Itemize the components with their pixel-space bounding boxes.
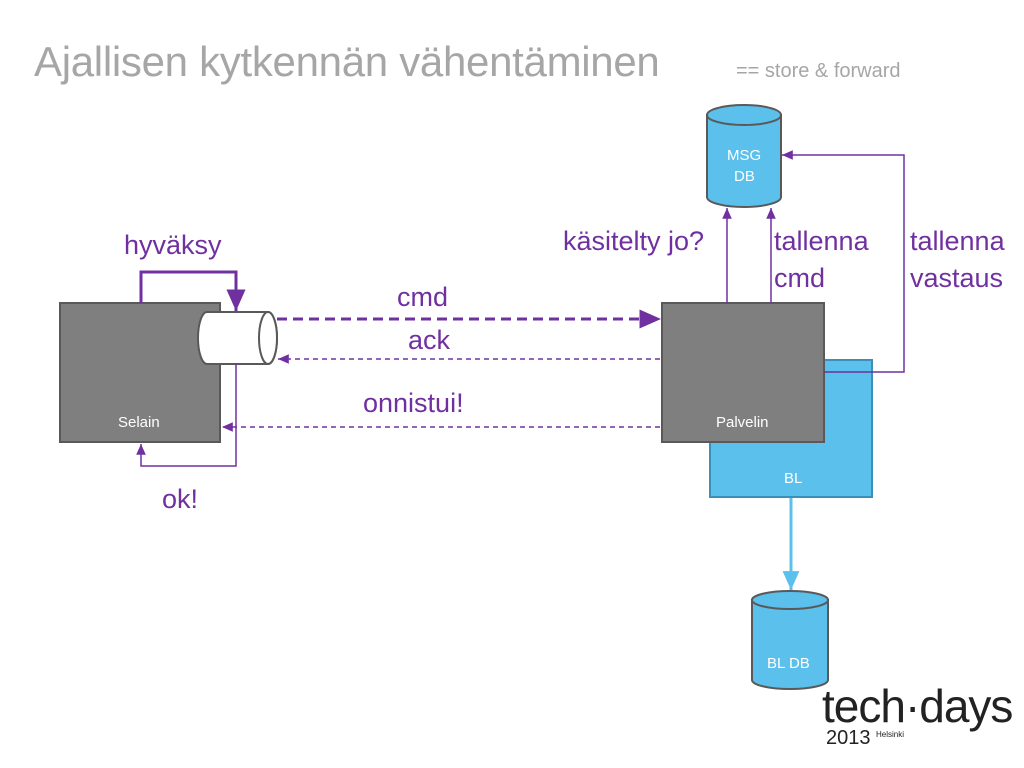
- slide-title: Ajallisen kytkennän vähentäminen: [34, 38, 660, 85]
- slide-subtitle: == store & forward: [736, 60, 901, 82]
- logo-year: 2013: [826, 727, 871, 749]
- store-reply-label-line2: vastaus: [910, 263, 1003, 293]
- ack-label: ack: [408, 325, 451, 355]
- ok-label: ok!: [162, 484, 198, 514]
- bl-label: BL: [784, 470, 802, 487]
- msg-db-cylinder: [706, 104, 782, 208]
- approve-arrow: [139, 270, 246, 311]
- store-reply-label-line1: tallenna: [910, 226, 1006, 256]
- cmd-label: cmd: [397, 282, 448, 312]
- browser-label: Selain: [118, 414, 160, 431]
- server-box: [661, 302, 825, 443]
- msg-db-label-line2: DB: [734, 168, 755, 185]
- server-label: Palvelin: [716, 414, 769, 431]
- browser-box: [59, 302, 221, 443]
- ok-arrow: [136, 364, 237, 467]
- logo-city: Helsinki: [876, 730, 905, 739]
- store-cmd-label-line2: cmd: [774, 263, 825, 293]
- queue-cylinder: [197, 311, 278, 365]
- already-processed-label: käsitelty jo?: [563, 226, 704, 256]
- logo-brand: tech·days: [822, 680, 1013, 732]
- bl-db-label: BL DB: [767, 655, 810, 672]
- store-cmd-label-line1: tallenna: [774, 226, 870, 256]
- store-reply-arrow: [782, 150, 905, 373]
- bl-db-cylinder: [751, 590, 829, 690]
- approve-label: hyväksy: [124, 230, 222, 260]
- success-label: onnistui!: [363, 388, 464, 418]
- techdays-logo: tech·days 2013 Helsinki: [822, 680, 1013, 748]
- msg-db-label-line1: MSG: [727, 147, 761, 164]
